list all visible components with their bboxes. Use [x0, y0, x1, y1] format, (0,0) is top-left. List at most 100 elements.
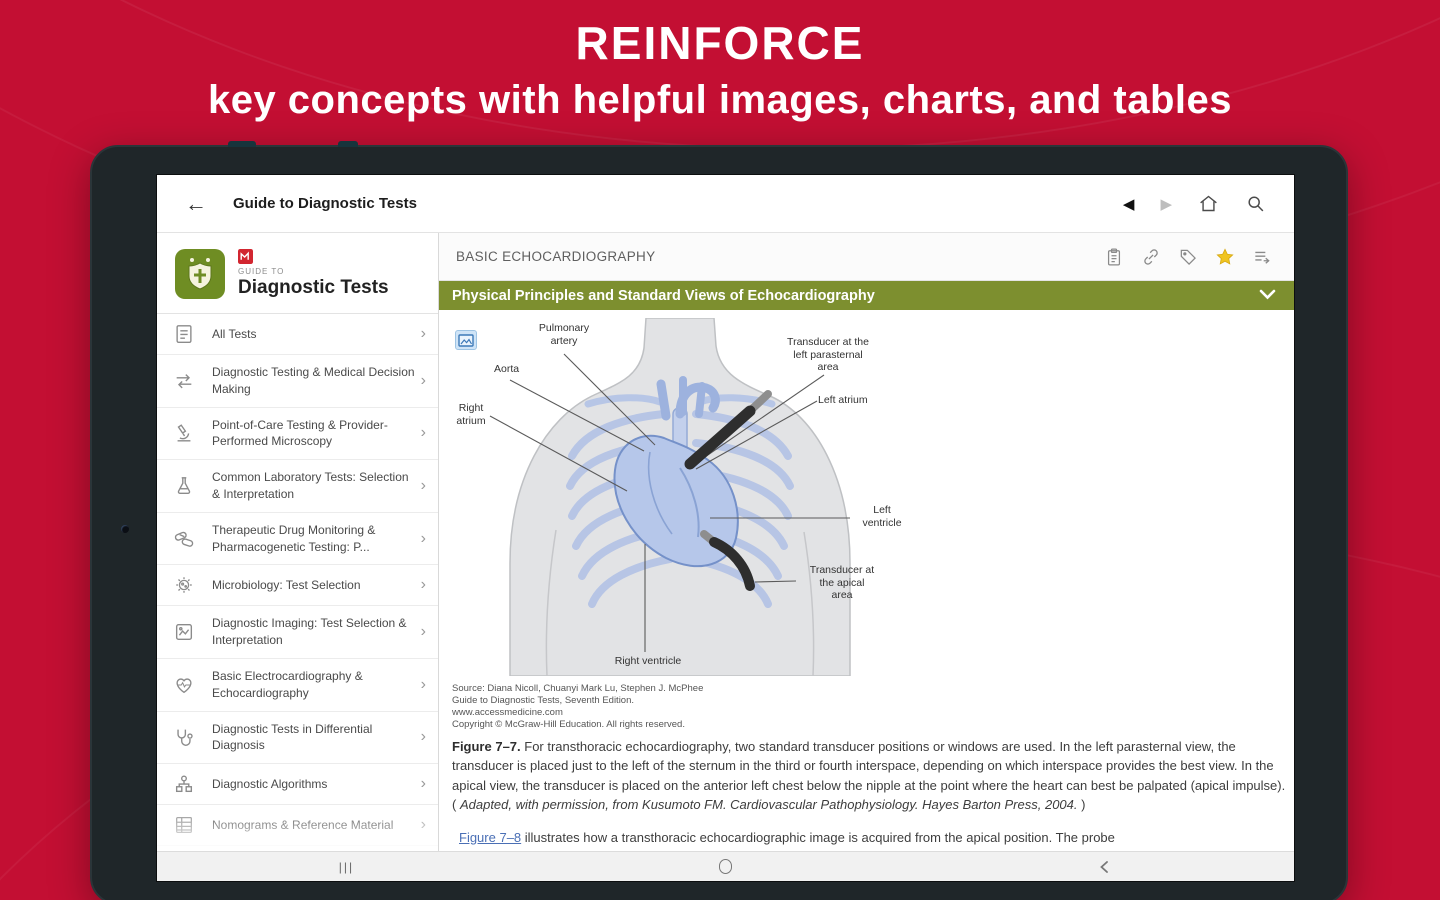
microbe-icon: [173, 574, 197, 596]
section-accordion[interactable]: Physical Principles and Standard Views o…: [439, 281, 1294, 310]
label-transducer-apical: Transducer at the apical area: [809, 564, 875, 602]
article-content: Pulmonary artery Aorta Right atrium Tran…: [439, 310, 1294, 851]
chevron-right-icon: ›: [420, 775, 426, 793]
chevron-right-icon: ›: [420, 576, 426, 594]
chevron-right-icon: ›: [420, 325, 426, 342]
chevron-right-icon: ›: [420, 424, 426, 442]
label-pulmonary-artery: Pulmonary artery: [538, 322, 590, 347]
algorithm-icon: [173, 773, 197, 795]
heart-ecg-icon: [173, 674, 197, 696]
figure-caption: Figure 7–7. For transthoracic echocardio…: [452, 737, 1287, 815]
chevron-right-icon: ›: [420, 476, 426, 494]
pills-icon: [173, 528, 197, 550]
sidebar-item-diagnostic-testing[interactable]: Diagnostic Testing & Medical Decision Ma…: [157, 355, 438, 408]
figure-source: Source: Diana Nicoll, Chuanyi Mark Lu, S…: [452, 683, 910, 731]
label-left-atrium: Left atrium: [818, 394, 868, 406]
sidebar: GUIDE TO Diagnostic Tests All Tests › Di…: [157, 233, 439, 851]
enlarge-image-icon[interactable]: [455, 330, 477, 350]
article-title: BASIC ECHOCARDIOGRAPHY: [456, 249, 656, 264]
home-icon[interactable]: [1198, 193, 1219, 214]
sidebar-item-differential-diagnosis[interactable]: Diagnostic Tests in Differential Diagnos…: [157, 712, 438, 765]
search-icon[interactable]: [1245, 193, 1266, 214]
sidebar-item-label: Diagnostic Algorithms: [212, 776, 328, 791]
back-chevron-icon[interactable]: [1099, 860, 1109, 873]
sidebar-item-point-of-care[interactable]: Point-of-Care Testing & Provider-Perform…: [157, 408, 438, 461]
back-arrow-icon[interactable]: ←: [185, 190, 207, 216]
chevron-right-icon: ›: [420, 675, 426, 693]
sidebar-item-all-tests[interactable]: All Tests ›: [157, 314, 438, 355]
label-transducer-parasternal: Transducer at the left parasternal area: [787, 336, 869, 374]
history-forward-icon[interactable]: ▶: [1160, 195, 1172, 213]
sidebar-item-about[interactable]: About Guide to Diagnostic ›: [157, 846, 438, 851]
body-paragraph-text: illustrates how a transthoracic echocard…: [521, 829, 1115, 845]
imaging-icon: [173, 621, 197, 643]
app-logo-icon: [175, 249, 225, 299]
swap-arrows-icon: [173, 370, 197, 392]
tablet-front-camera: [121, 525, 129, 533]
body-paragraph: Figure 7–8 illustrates how a transthorac…: [452, 828, 1287, 848]
sidebar-item-nomograms[interactable]: Nomograms & Reference Material ›: [157, 805, 438, 847]
link-icon[interactable]: [1141, 247, 1161, 267]
section-title: Physical Principles and Standard Views o…: [452, 287, 875, 304]
sidebar-item-diagnostic-algorithms[interactable]: Diagnostic Algorithms ›: [157, 764, 438, 806]
label-right-atrium: Right atrium: [456, 402, 486, 427]
source-line: Source: Diana Nicoll, Chuanyi Mark Lu, S…: [452, 683, 704, 694]
sidebar-item-label: Common Laboratory Tests: Selection & Int…: [212, 470, 409, 501]
publisher-logo-icon: [238, 249, 253, 264]
sidebar-item-diagnostic-imaging[interactable]: Diagnostic Imaging: Test Selection & Int…: [157, 606, 438, 659]
brand-header: GUIDE TO Diagnostic Tests: [157, 233, 438, 314]
label-aorta: Aorta: [494, 363, 520, 375]
sidebar-item-label: Basic Electrocardiography & Echocardiogr…: [212, 668, 363, 700]
document-icon: [173, 323, 197, 345]
android-nav-bar: |||: [157, 851, 1294, 881]
table-icon: [173, 814, 197, 836]
app-title: Guide to Diagnostic Tests: [233, 195, 417, 212]
sidebar-item-label: Diagnostic Imaging: Test Selection & Int…: [212, 616, 407, 648]
brand-name: Diagnostic Tests: [238, 277, 389, 298]
clipboard-icon[interactable]: [1104, 247, 1124, 267]
label-right-ventricle: Right ventricle: [614, 655, 682, 667]
label-left-ventricle: Left ventricle: [862, 504, 902, 529]
sidebar-item-electrocardiography[interactable]: Basic Electrocardiography & Echocardiogr…: [157, 659, 438, 712]
chevron-right-icon: ›: [420, 816, 426, 834]
star-icon[interactable]: [1215, 247, 1235, 267]
source-line: Copyright © McGraw-Hill Education. All r…: [452, 718, 685, 730]
source-line: Guide to Diagnostic Tests, Seventh Editi…: [452, 694, 635, 706]
figure-7-7: Pulmonary artery Aorta Right atrium Tran…: [452, 317, 910, 731]
top-app-bar: ← Guide to Diagnostic Tests ◀ ▶: [157, 175, 1294, 233]
chevron-down-icon: [1259, 287, 1276, 305]
tablet-power-button: [228, 141, 256, 147]
sidebar-item-label: Nomograms & Reference Material: [212, 817, 394, 832]
tag-icon[interactable]: [1178, 247, 1198, 267]
sidebar-item-label: Therapeutic Drug Monitoring & Pharmacoge…: [212, 522, 376, 554]
microscope-icon: [173, 422, 197, 444]
chest-anatomy-illustration: [489, 317, 851, 677]
banner-title: REINFORCE: [575, 17, 865, 69]
figure-caption-credit: Adapted, with permission, from Kusumoto …: [459, 797, 1078, 812]
chevron-right-icon: ›: [420, 728, 426, 746]
article-pane: BASIC ECHOCARDIOGRAPHY Physical Principl…: [439, 233, 1294, 851]
recent-apps-icon[interactable]: |||: [338, 859, 355, 874]
promo-banner: REINFORCE key concepts with helpful imag…: [0, 16, 1440, 123]
flask-icon: [173, 475, 197, 497]
sidebar-item-common-lab-tests[interactable]: Common Laboratory Tests: Selection & Int…: [157, 460, 438, 513]
home-circle-icon[interactable]: [718, 859, 732, 874]
sidebar-item-label: Diagnostic Testing & Medical Decision Ma…: [212, 365, 415, 396]
sidebar-item-drug-monitoring[interactable]: Therapeutic Drug Monitoring & Pharmacoge…: [157, 513, 438, 566]
sidebar-item-label: All Tests: [212, 326, 257, 341]
app-screen: ← Guide to Diagnostic Tests ◀ ▶: [156, 174, 1295, 882]
stethoscope-icon: [173, 726, 197, 748]
figure-7-8-link[interactable]: Figure 7–8: [459, 829, 522, 845]
sidebar-item-label: Point-of-Care Testing & Provider-Perform…: [212, 417, 388, 449]
list-add-icon[interactable]: [1252, 247, 1272, 267]
figure-caption-close: ): [1077, 797, 1086, 812]
sidebar-item-microbiology[interactable]: Microbiology: Test Selection ›: [157, 565, 438, 607]
article-header: BASIC ECHOCARDIOGRAPHY: [439, 233, 1294, 281]
brand-eyebrow: GUIDE TO: [238, 267, 285, 276]
figure-caption-body: For transthoracic echocardiography, two …: [452, 738, 1286, 813]
chevron-right-icon: ›: [420, 623, 426, 641]
history-back-icon[interactable]: ◀: [1122, 195, 1135, 213]
chevron-right-icon: ›: [420, 371, 426, 389]
chevron-right-icon: ›: [420, 529, 426, 547]
source-line: www.accessmedicine.com: [452, 706, 563, 718]
